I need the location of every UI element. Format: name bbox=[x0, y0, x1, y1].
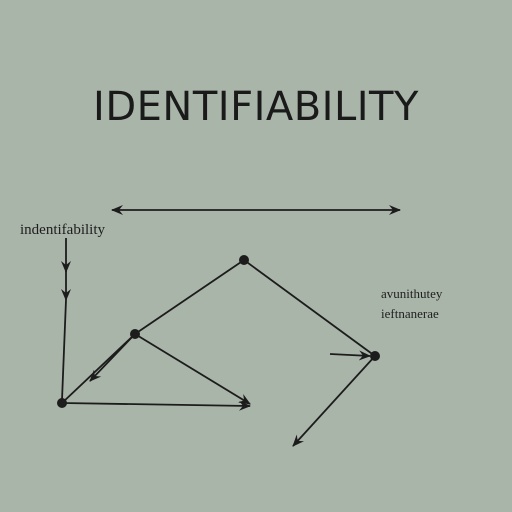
node-middle bbox=[130, 329, 140, 339]
arrow-right-down-left bbox=[292, 355, 376, 447]
node-right bbox=[370, 351, 380, 361]
edge-top-to-right bbox=[243, 259, 376, 357]
right-label-line-1: avunithutey bbox=[381, 286, 443, 301]
arrow-middle-down-left bbox=[89, 333, 136, 382]
diagram-title: IDENTIFIABILITY bbox=[93, 84, 419, 130]
node-bottom-left bbox=[57, 398, 67, 408]
arrow-into-right-node bbox=[329, 350, 371, 361]
right-label-line-2: ieftnanerae bbox=[381, 306, 439, 321]
left-label: indentifability bbox=[20, 222, 105, 238]
node-top bbox=[239, 255, 249, 265]
edge-middle-to-top bbox=[134, 259, 245, 335]
base-arrow bbox=[61, 400, 251, 411]
arrow-middle-down-right bbox=[134, 333, 251, 405]
vertical-connector bbox=[61, 299, 67, 401]
